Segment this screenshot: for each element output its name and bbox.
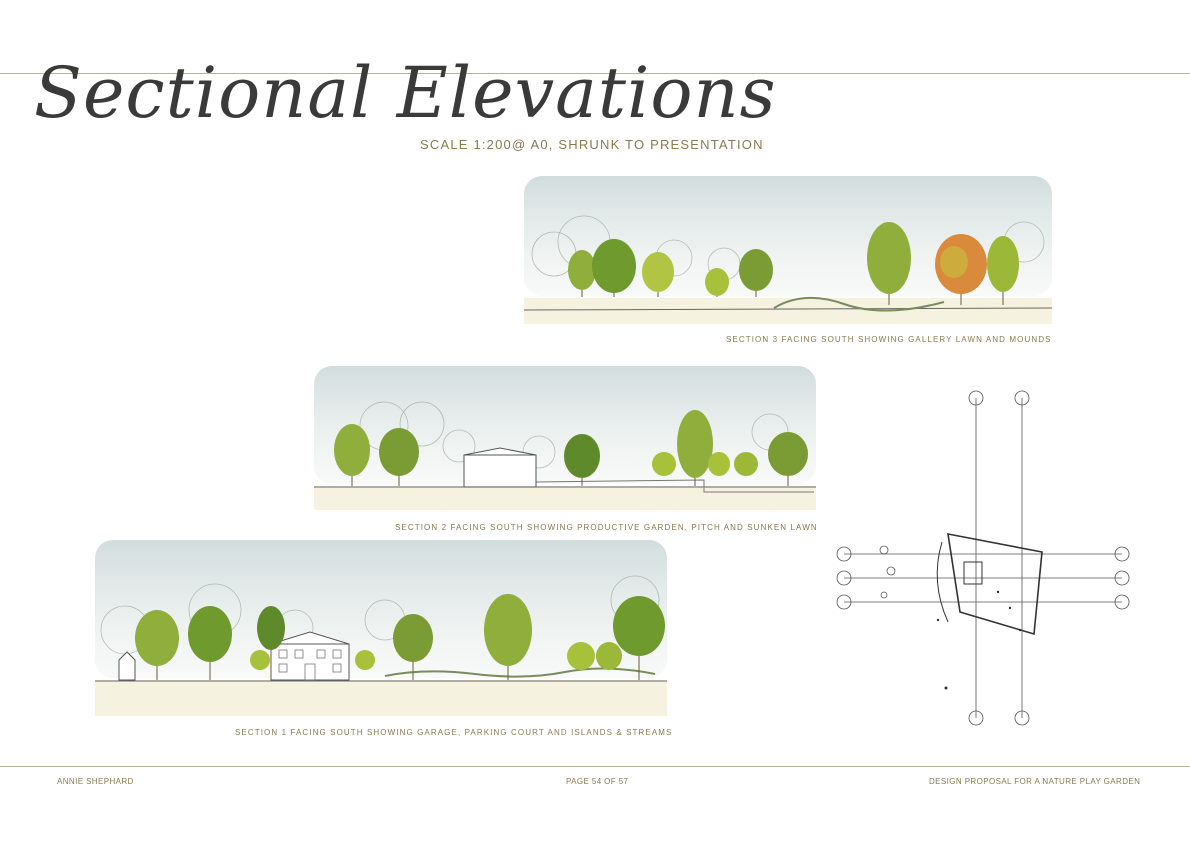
section-3-elevation bbox=[524, 172, 1052, 330]
section-1-elevation bbox=[95, 540, 667, 720]
section-3-caption: SECTION 3 FACING SOUTH SHOWING GALLERY L… bbox=[726, 335, 1052, 344]
site-plan-outline bbox=[936, 533, 1043, 636]
footer-page-number: PAGE 54 OF 57 bbox=[566, 777, 629, 786]
tree-row-section-3 bbox=[568, 222, 1019, 305]
section-2-elevation bbox=[314, 366, 816, 514]
page-subtitle: SCALE 1:200@ A0, SHRUNK TO PRESENTATION bbox=[420, 137, 764, 152]
footer-project: DESIGN PROPOSAL FOR A NATURE PLAY GARDEN bbox=[929, 777, 1141, 786]
footer-author: ANNIE SHEPHARD bbox=[57, 777, 134, 786]
key-plan bbox=[830, 382, 1142, 734]
house-section-1 bbox=[270, 631, 350, 681]
top-rule bbox=[0, 73, 1190, 74]
tree-row-section-1 bbox=[135, 594, 665, 680]
section-1-caption: SECTION 1 FACING SOUTH SHOWING GARAGE, P… bbox=[235, 728, 673, 737]
page-title: Sectional Elevations bbox=[34, 52, 777, 134]
section-2-caption: SECTION 2 FACING SOUTH SHOWING PRODUCTIV… bbox=[395, 523, 818, 532]
bottom-rule bbox=[0, 766, 1190, 767]
tree-row-section-2 bbox=[334, 410, 808, 486]
house-outline-section-2 bbox=[463, 447, 537, 488]
garage-section-1 bbox=[118, 651, 136, 681]
